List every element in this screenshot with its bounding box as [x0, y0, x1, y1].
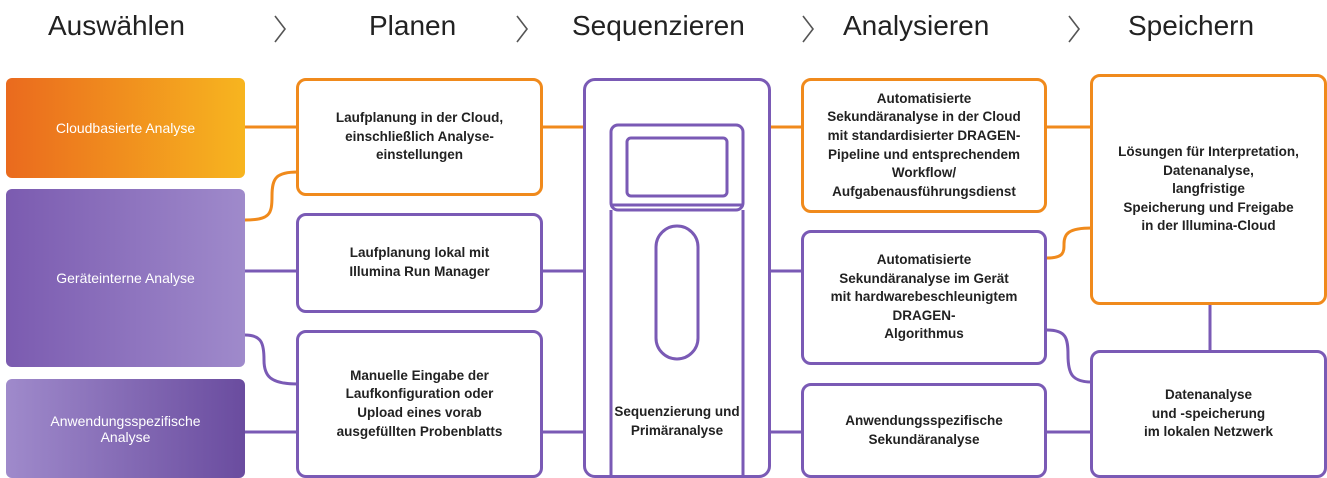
- connector-device-to-plan-manual: [243, 333, 300, 386]
- option-cloud-analysis-label: Cloudbasierte Analyse: [55, 120, 196, 136]
- analysis-cloud-box: Automatisierte Sekundäranalyse in der Cl…: [801, 78, 1047, 213]
- stage-sequence: Sequenzieren: [572, 10, 745, 41]
- chevron-right-icon: [516, 15, 529, 43]
- store-cloud-text: Lösungen für Interpretation, Datenanalys…: [1118, 143, 1299, 234]
- option-app-analysis-label: Anwendungsspezifische Analyse: [50, 412, 201, 445]
- analysis-device-box: Automatisierte Sekundäranalyse im Gerät …: [801, 230, 1047, 365]
- chevron-right-icon: [1068, 15, 1081, 43]
- store-local-text: Datenanalyse und -speicherung im lokalen…: [1143, 387, 1274, 440]
- plan-local-box: Laufplanung lokal mit Illumina Run Manag…: [296, 213, 543, 313]
- connector-analysis-device-to-store: [1045, 226, 1094, 260]
- chevron-right-icon: [274, 15, 287, 43]
- analysis-cloud-text: Automatisierte Sekundäranalyse in der Cl…: [827, 90, 1021, 199]
- plan-local-text: Laufplanung lokal mit Illumina Run Manag…: [349, 245, 490, 279]
- option-device-analysis[interactable]: Geräteinterne Analyse: [6, 189, 245, 367]
- chevron-right-icon: [802, 15, 815, 43]
- store-cloud-box: Lösungen für Interpretation, Datenanalys…: [1090, 74, 1327, 305]
- plan-manual-box: Manuelle Eingabe der Laufkonfiguration o…: [296, 330, 543, 478]
- sequencer-device-icon: [609, 123, 745, 475]
- analysis-app-box: Anwendungsspezifische Sekundäranalyse: [801, 383, 1047, 478]
- connector-analysis-device-to-store-local: [1045, 328, 1094, 384]
- analysis-device-text: Automatisierte Sekundäranalyse im Gerät …: [830, 251, 1018, 342]
- plan-manual-text: Manuelle Eingabe der Laufkonfiguration o…: [336, 367, 503, 439]
- stage-store: Speichern: [1128, 10, 1255, 41]
- store-local-box: Datenanalyse und -speicherung im lokalen…: [1090, 350, 1327, 478]
- sequencer-instrument: Sequenzierung und Primäranalyse: [583, 78, 771, 478]
- connector-device-to-plan-cloud: [243, 170, 300, 222]
- plan-cloud-box: Laufplanung in der Cloud, einschließlich…: [296, 78, 543, 196]
- stage-plan: Planen: [369, 10, 457, 41]
- plan-cloud-text: Laufplanung in der Cloud, einschließlich…: [335, 110, 504, 163]
- option-app-analysis[interactable]: Anwendungsspezifische Analyse: [6, 379, 245, 478]
- option-cloud-analysis[interactable]: Cloudbasierte Analyse: [6, 78, 245, 178]
- stage-analyze: Analysieren: [843, 10, 990, 41]
- stage-select: Auswählen: [48, 10, 185, 41]
- analysis-app-text: Anwendungsspezifische Sekundäranalyse: [845, 412, 1003, 447]
- sequencer-label: Sequenzierung und Primäranalyse: [614, 404, 740, 438]
- option-device-analysis-label: Geräteinterne Analyse: [56, 270, 195, 286]
